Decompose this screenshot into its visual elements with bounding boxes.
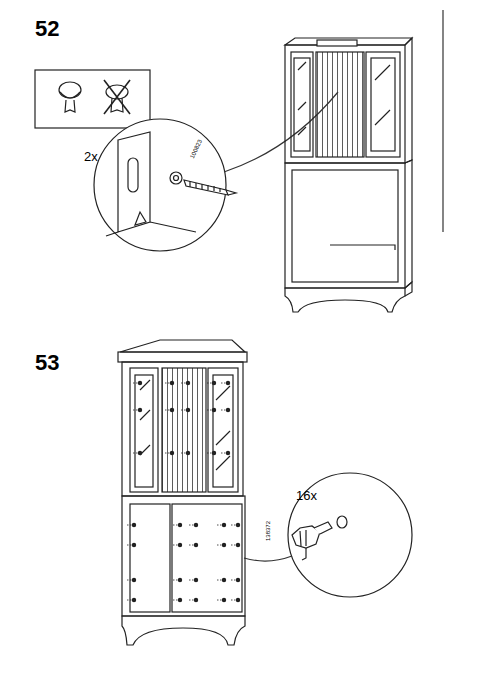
quantity-label: 2x (84, 150, 98, 163)
cap-icon (59, 82, 81, 112)
bracket-detail (106, 132, 236, 236)
cap-icon-crossed (104, 80, 130, 114)
cabinet-53 (118, 340, 247, 645)
step-number: 53 (35, 352, 59, 374)
cabinet-52 (285, 38, 412, 312)
part-number: 138372 (265, 521, 271, 541)
shelf-holes (127, 381, 240, 601)
quantity-label: 16x (296, 489, 317, 502)
shelf-pin-detail (292, 516, 347, 560)
step-number: 52 (35, 18, 59, 40)
